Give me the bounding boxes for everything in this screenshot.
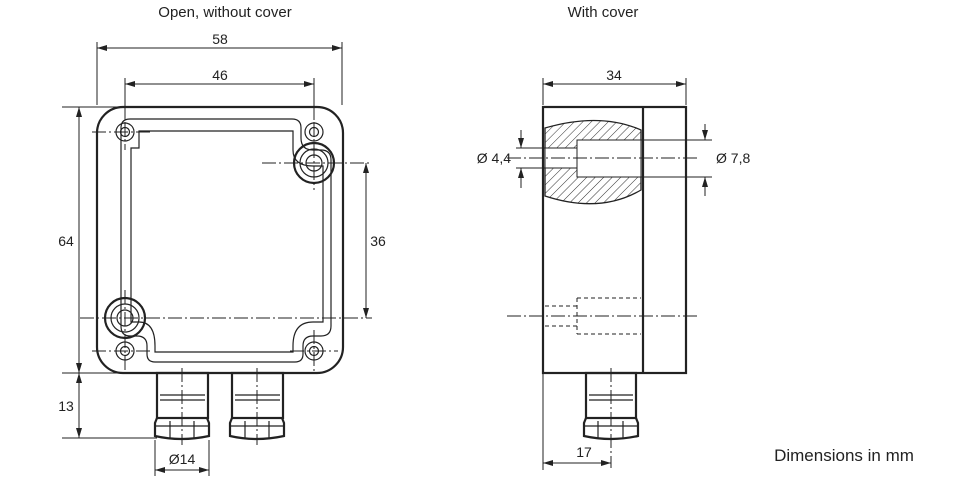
cable-gland-right: [228, 368, 286, 445]
dimension-diameter-14-label: Ø14: [169, 451, 196, 467]
dimension-diameter-4-4: Ø 4,4: [477, 130, 545, 188]
cable-gland-left: [153, 368, 211, 445]
dimension-13-label: 13: [58, 398, 74, 414]
dimension-64: 64: [58, 106, 157, 374]
dimension-36-label: 36: [370, 233, 386, 249]
dimension-17-label: 17: [576, 444, 592, 460]
hidden-bore-lower: [545, 297, 641, 335]
cover-view-title: With cover: [568, 4, 639, 21]
dimension-46-label: 46: [212, 67, 228, 83]
dimension-diameter-7-8-label: Ø 7,8: [716, 150, 750, 166]
units-note: Dimensions in mm: [774, 446, 914, 465]
cable-gland-side: [582, 368, 640, 468]
hatched-section: [544, 119, 642, 205]
open-view-title: Open, without cover: [158, 4, 291, 21]
dimension-64-label: 64: [58, 233, 74, 249]
bore-center-lines: [507, 157, 700, 317]
hole-center-lines: [80, 100, 372, 372]
housing-body: [95, 105, 345, 375]
dimension-diameter-7-8: Ø 7,8: [641, 124, 750, 196]
dimension-46: 46: [124, 67, 315, 120]
dimension-17: 17: [542, 373, 611, 470]
dimension-diameter-14: Ø14: [154, 440, 210, 476]
dimension-34-label: 34: [606, 67, 622, 83]
dimension-diameter-4-4-label: Ø 4,4: [477, 150, 511, 166]
dimension-36: 36: [363, 163, 386, 318]
dimension-34: 34: [542, 67, 687, 105]
dimension-58-label: 58: [212, 31, 228, 47]
dimension-58: 58: [96, 31, 343, 105]
dimension-13: 13: [58, 373, 157, 439]
